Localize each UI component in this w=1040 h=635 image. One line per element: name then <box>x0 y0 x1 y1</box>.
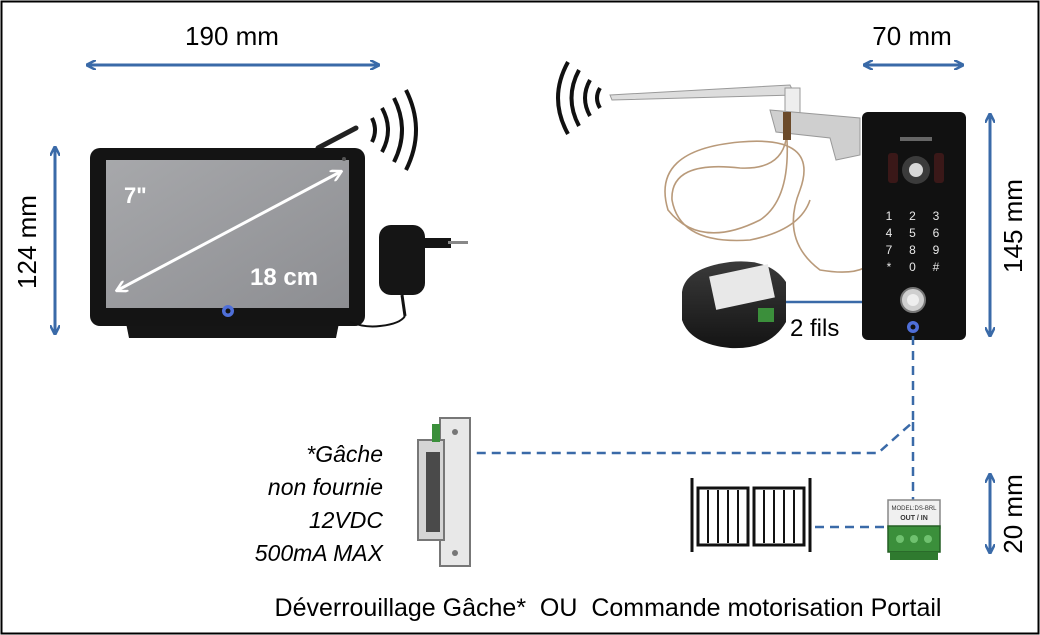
bottom-caption: Déverrouillage Gâche* OU Commande motori… <box>275 594 942 622</box>
ir-led-right <box>934 153 944 183</box>
strike-note-line4: 500mA MAX <box>255 540 385 566</box>
keypad-key: 2 <box>909 209 916 223</box>
coax-cable <box>664 139 865 273</box>
screen-diagonal-arrow <box>118 172 340 290</box>
door-panel: 1 2 3 4 5 6 7 8 9 * 0 # <box>862 112 966 340</box>
power-adapter-icon <box>349 225 468 328</box>
antenna-connector <box>783 112 791 140</box>
panel-width-label: 70 mm <box>872 21 951 51</box>
external-antenna <box>556 61 861 161</box>
keypad-key: 7 <box>886 243 893 257</box>
dashed-wiring <box>468 336 915 529</box>
monitor-antenna <box>315 125 359 151</box>
keypad: 1 2 3 4 5 6 7 8 9 * 0 # <box>886 209 940 274</box>
screen-size-cm: 18 cm <box>250 264 318 291</box>
monitor-height-label: 124 mm <box>12 195 42 289</box>
keypad-key: 8 <box>909 243 916 257</box>
keypad-key: # <box>933 260 940 274</box>
panel-height-label: 145 mm <box>998 179 1028 273</box>
strike-note-line2: non fournie <box>268 474 383 500</box>
two-wires-label: 2 fils <box>790 315 839 342</box>
relay-label-sticker <box>709 264 775 310</box>
relay-terminal <box>758 308 774 322</box>
monitor-width-label: 190 mm <box>185 21 279 51</box>
brand-logo-icon <box>222 305 234 317</box>
gate-icon <box>690 478 812 552</box>
relay-height-label: 20 mm <box>998 474 1028 553</box>
monitor: 7" 18 cm <box>90 89 418 338</box>
keypad-key: 0 <box>909 260 916 274</box>
strike-note-line3: 12VDC <box>309 507 384 533</box>
electric-strike <box>417 417 471 567</box>
dimension-arrows <box>55 65 990 552</box>
keypad-key: * <box>887 260 892 274</box>
antenna-wifi-icon <box>556 61 602 135</box>
ir-led-left <box>888 153 898 183</box>
keypad-key: 1 <box>886 209 893 223</box>
keypad-key: 4 <box>886 226 893 240</box>
relay-module <box>682 261 786 349</box>
keypad-key: 9 <box>933 243 940 257</box>
keypad-key: 6 <box>933 226 940 240</box>
relay-model-label: MODEL:DS-BRL <box>891 506 937 512</box>
screen-size-inch: 7" <box>124 183 147 208</box>
relay-io-label: OUT / IN <box>900 515 928 522</box>
monitor-camera <box>342 157 346 161</box>
panel-logo-icon <box>907 321 919 333</box>
speaker-grille <box>900 137 932 141</box>
keypad-key: 3 <box>933 209 940 223</box>
output-relay-block: MODEL:DS-BRL OUT / IN <box>887 499 941 560</box>
strike-note-line1: *Gâche <box>306 441 383 467</box>
monitor-wifi-icon <box>370 89 418 171</box>
antenna-bracket <box>769 109 861 161</box>
keypad-key: 5 <box>909 226 916 240</box>
